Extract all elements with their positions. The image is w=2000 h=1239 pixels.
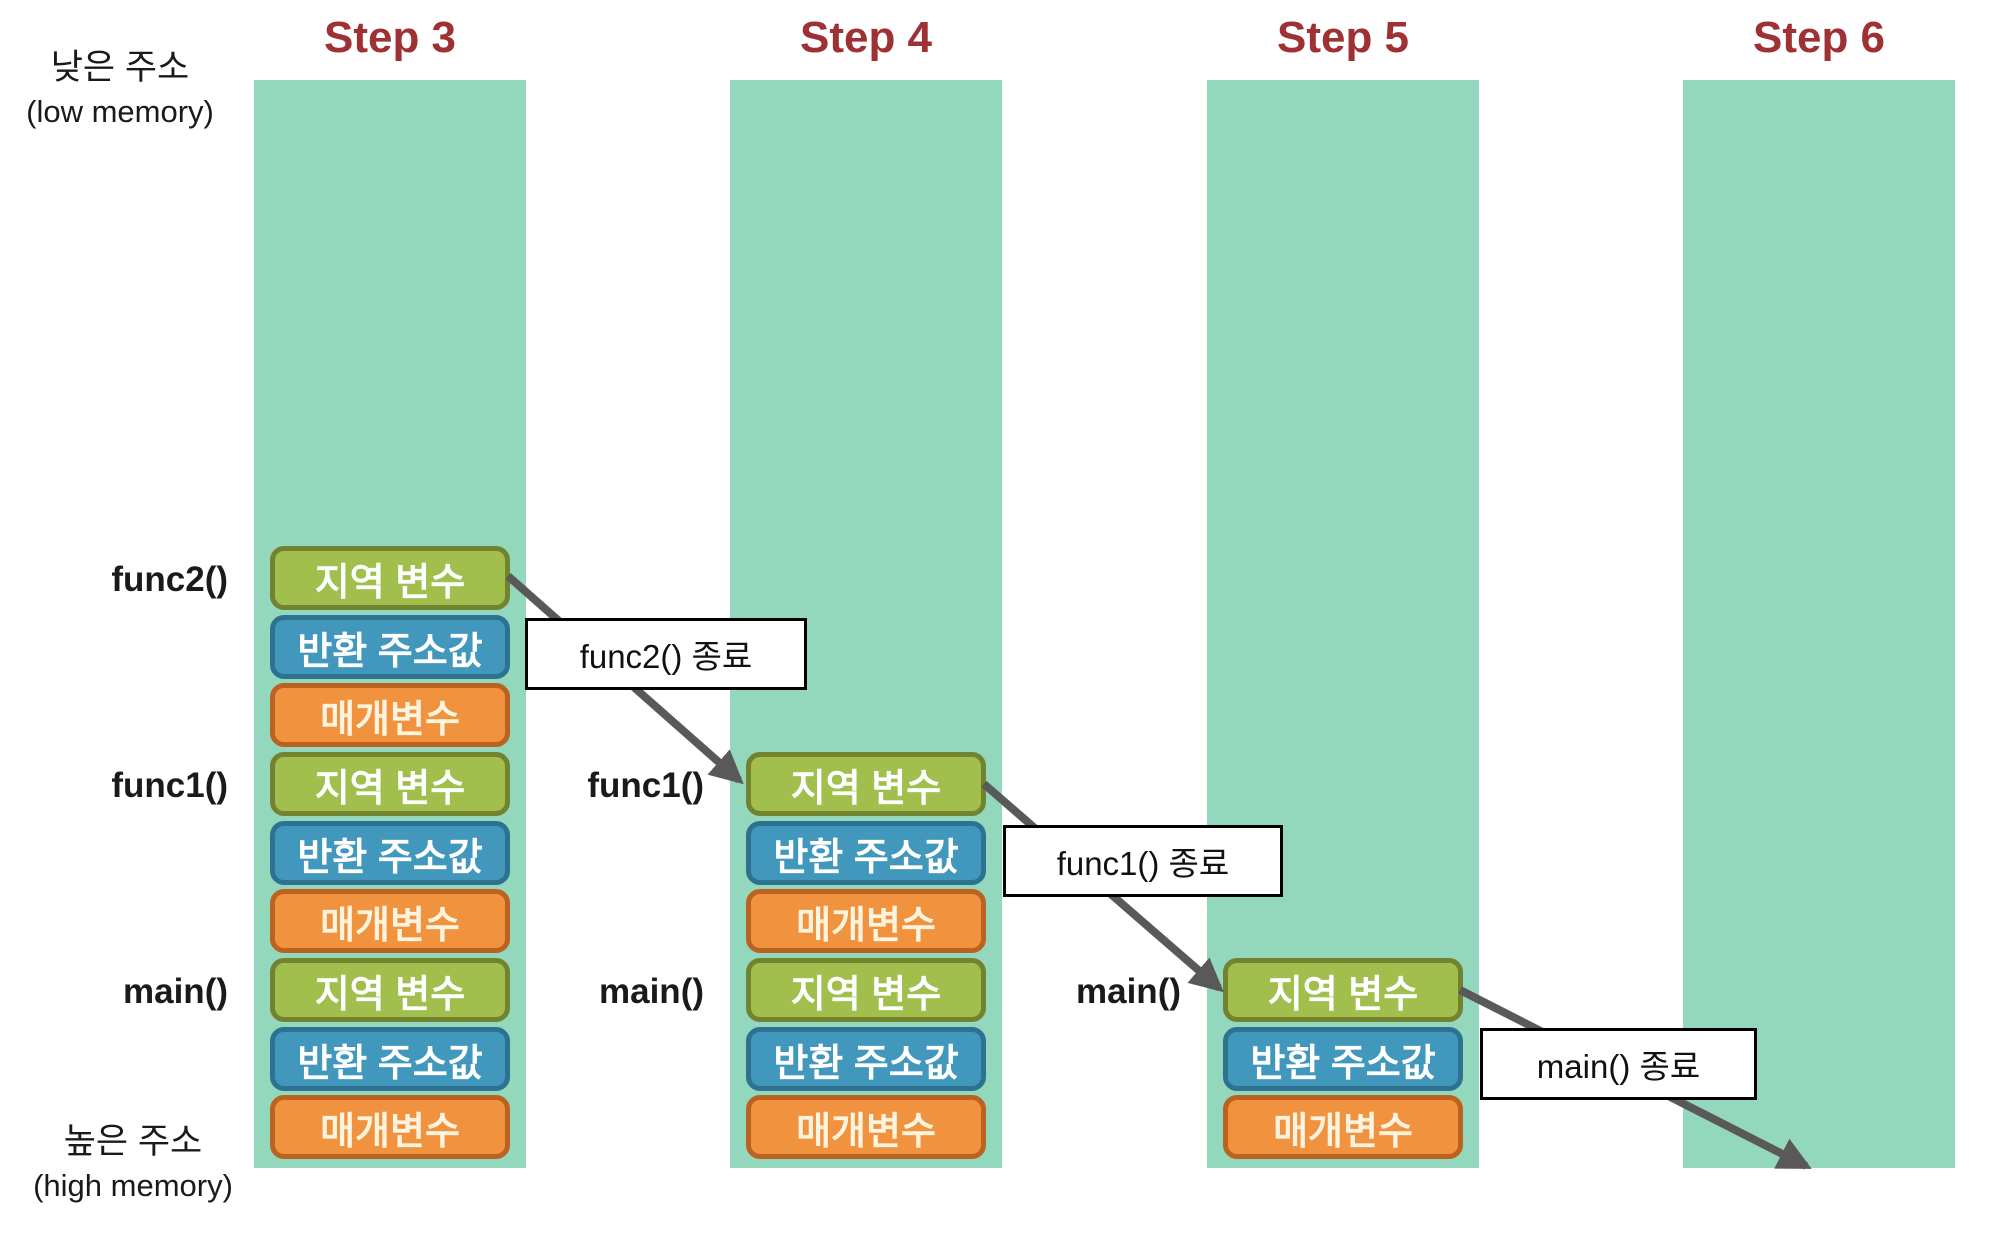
memory-column bbox=[1683, 80, 1955, 1168]
low-memory-label-korean: 낮은 주소 bbox=[50, 48, 190, 87]
stack-frame-param: 매개변수 bbox=[1223, 1095, 1463, 1159]
stack-frame-param: 매개변수 bbox=[270, 683, 510, 747]
function-label: func1() bbox=[587, 766, 704, 805]
stack-frame-param: 매개변수 bbox=[746, 1095, 986, 1159]
stack-frame-return: 반환 주소값 bbox=[746, 821, 986, 885]
stack-frame-param: 매개변수 bbox=[746, 889, 986, 953]
stack-frame-param: 매개변수 bbox=[270, 1095, 510, 1159]
step-header: Step 5 bbox=[1276, 13, 1410, 62]
function-label: main() bbox=[1076, 972, 1181, 1011]
high-memory-label: 높은 주소 (high memory) bbox=[0, 1118, 266, 1207]
stack-frame-return: 반환 주소값 bbox=[746, 1027, 986, 1091]
terminate-label-box: func1() 종료 bbox=[1003, 825, 1283, 897]
step-header: Step 3 bbox=[323, 13, 457, 62]
stack-frame-local: 지역 변수 bbox=[1223, 958, 1463, 1022]
function-label: func2() bbox=[111, 560, 228, 599]
function-label: main() bbox=[599, 972, 704, 1011]
function-label: func1() bbox=[111, 766, 228, 805]
stack-frame-local: 지역 변수 bbox=[270, 958, 510, 1022]
stack-frame-local: 지역 변수 bbox=[270, 546, 510, 610]
step-header: Step 6 bbox=[1752, 13, 1886, 62]
stack-frame-return: 반환 주소값 bbox=[270, 1027, 510, 1091]
stack-frame-return: 반환 주소값 bbox=[270, 615, 510, 679]
stack-frame-local: 지역 변수 bbox=[746, 752, 986, 816]
stack-frame-return: 반환 주소값 bbox=[1223, 1027, 1463, 1091]
stack-frame-param: 매개변수 bbox=[270, 889, 510, 953]
stack-frame-return: 반환 주소값 bbox=[270, 821, 510, 885]
low-memory-label-english: (low memory) bbox=[26, 94, 214, 129]
stack-frame-local: 지역 변수 bbox=[270, 752, 510, 816]
terminate-label-box: func2() 종료 bbox=[525, 618, 807, 690]
low-memory-label: 낮은 주소 (low memory) bbox=[0, 44, 240, 133]
function-label: main() bbox=[123, 972, 228, 1011]
step-header: Step 4 bbox=[799, 13, 933, 62]
terminate-label-box: main() 종료 bbox=[1480, 1028, 1757, 1100]
high-memory-label-korean: 높은 주소 bbox=[63, 1122, 203, 1161]
stack-frame-local: 지역 변수 bbox=[746, 958, 986, 1022]
high-memory-label-english: (high memory) bbox=[33, 1168, 233, 1203]
